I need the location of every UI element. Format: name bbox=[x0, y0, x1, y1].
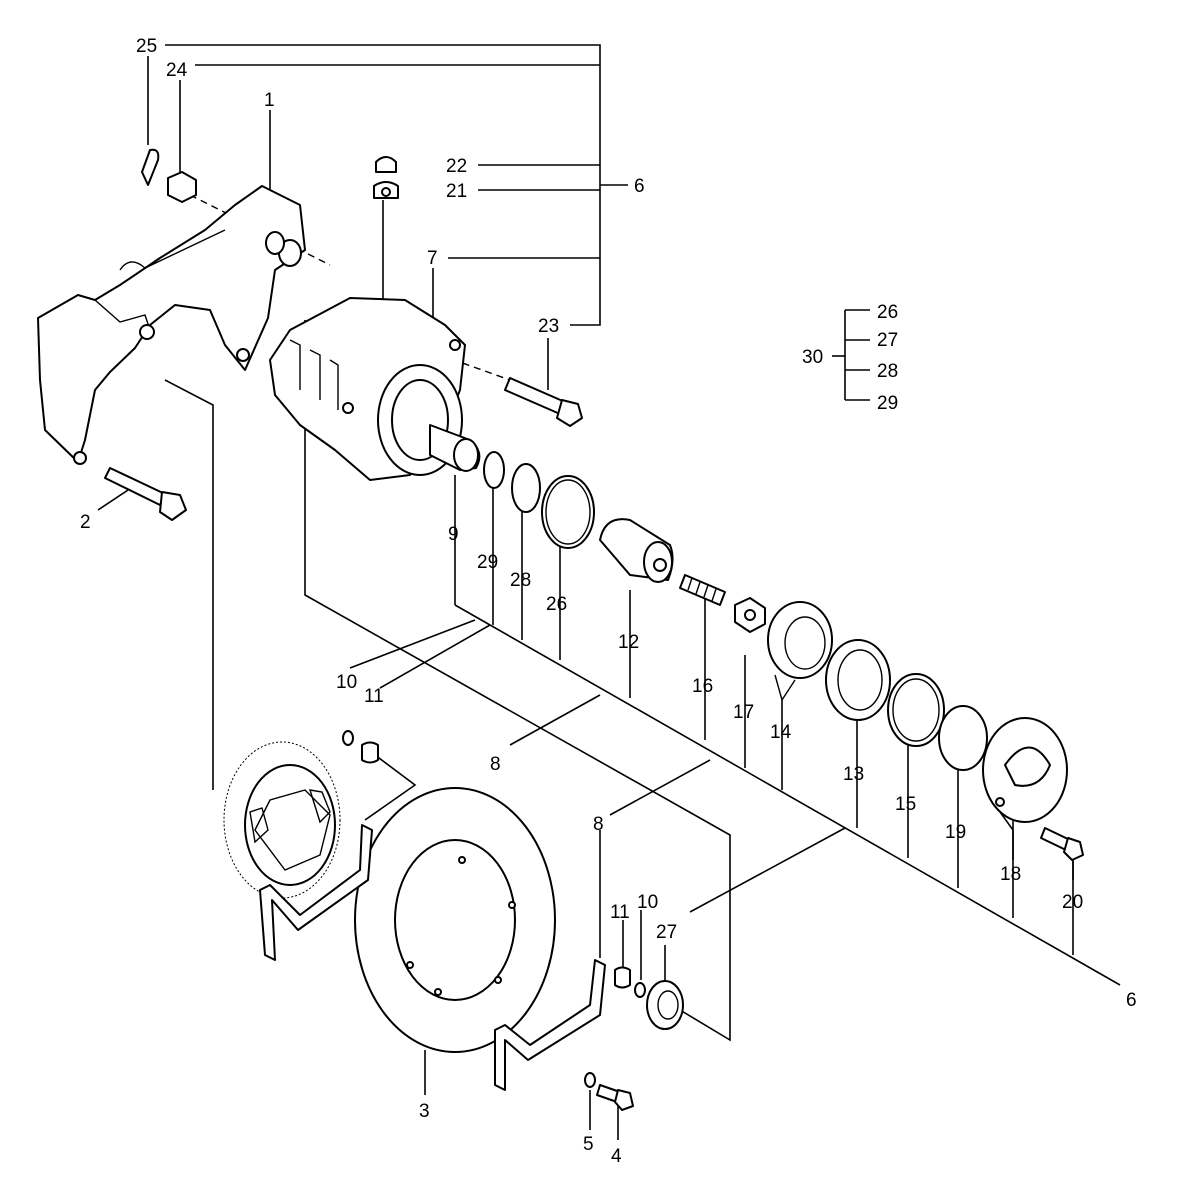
callout-9: 9 bbox=[448, 524, 459, 545]
callout-28-legend: 28 bbox=[877, 361, 898, 382]
o-ring-29 bbox=[483, 451, 505, 489]
callout-29-legend: 29 bbox=[877, 393, 898, 414]
callout-10-lower: 10 bbox=[637, 892, 658, 913]
callout-12: 12 bbox=[618, 632, 639, 653]
callout-5: 5 bbox=[583, 1134, 594, 1155]
callout-labels: 25 24 1 22 21 6 7 23 2 9 29 28 26 12 16 … bbox=[80, 34, 1137, 1167]
callout-23: 23 bbox=[538, 316, 559, 337]
spacer-ring-15 bbox=[887, 673, 945, 747]
housing-bolt bbox=[504, 377, 566, 415]
lock-nut bbox=[167, 171, 197, 203]
callout-15: 15 bbox=[895, 794, 916, 815]
callout-4: 4 bbox=[611, 1146, 622, 1167]
seal-ring-26 bbox=[541, 475, 595, 549]
callout-8-lower: 8 bbox=[593, 814, 604, 835]
seal-ring-10-upper bbox=[342, 730, 354, 746]
callout-14: 14 bbox=[770, 722, 792, 743]
callout-16: 16 bbox=[692, 676, 713, 697]
seal-ring-10-lower bbox=[634, 982, 646, 998]
o-ring-28 bbox=[511, 463, 541, 513]
callout-21: 21 bbox=[446, 181, 467, 202]
callout-29: 29 bbox=[477, 552, 498, 573]
pin-11-lower bbox=[614, 966, 631, 989]
callout-17: 17 bbox=[733, 702, 754, 723]
leader-lines bbox=[97, 44, 1121, 1140]
callout-6-lower: 6 bbox=[1126, 990, 1137, 1011]
callout-11-lower: 11 bbox=[610, 902, 630, 923]
threaded-stud bbox=[679, 574, 726, 606]
callout-2: 2 bbox=[80, 512, 91, 533]
callout-1: 1 bbox=[264, 90, 275, 111]
callout-7: 7 bbox=[427, 248, 438, 269]
callout-28: 28 bbox=[510, 570, 531, 591]
caliper-bracket bbox=[37, 185, 306, 463]
callout-20: 20 bbox=[1062, 892, 1083, 913]
rotor-hub bbox=[223, 741, 341, 899]
callout-26-legend: 26 bbox=[877, 302, 898, 323]
brake-pad-lower bbox=[494, 959, 606, 1091]
labyrinth-seal bbox=[767, 601, 833, 679]
callout-25: 25 bbox=[136, 36, 157, 57]
cotter-pin bbox=[141, 148, 160, 186]
callout-27-lower: 27 bbox=[656, 922, 677, 943]
o-ring-19 bbox=[938, 705, 988, 771]
callout-30: 30 bbox=[802, 347, 823, 368]
callout-3: 3 bbox=[419, 1101, 430, 1122]
parts bbox=[37, 148, 1084, 1111]
plug bbox=[375, 156, 397, 173]
callout-13: 13 bbox=[843, 764, 864, 785]
callout-6-upper: 6 bbox=[634, 176, 645, 197]
callout-27-legend: 27 bbox=[877, 330, 898, 351]
callout-19: 19 bbox=[945, 822, 966, 843]
washer bbox=[584, 1072, 596, 1088]
brake-pad-upper bbox=[259, 824, 373, 961]
callout-26: 26 bbox=[546, 594, 567, 615]
callout-18: 18 bbox=[1000, 864, 1021, 885]
callout-10-upper: 10 bbox=[336, 672, 357, 693]
callout-11-upper: 11 bbox=[364, 686, 384, 707]
callout-8-upper: 8 bbox=[490, 754, 501, 775]
callout-22: 22 bbox=[446, 156, 467, 177]
bearing bbox=[825, 639, 891, 721]
callout-24: 24 bbox=[166, 60, 188, 81]
pin-11-upper bbox=[361, 741, 379, 764]
